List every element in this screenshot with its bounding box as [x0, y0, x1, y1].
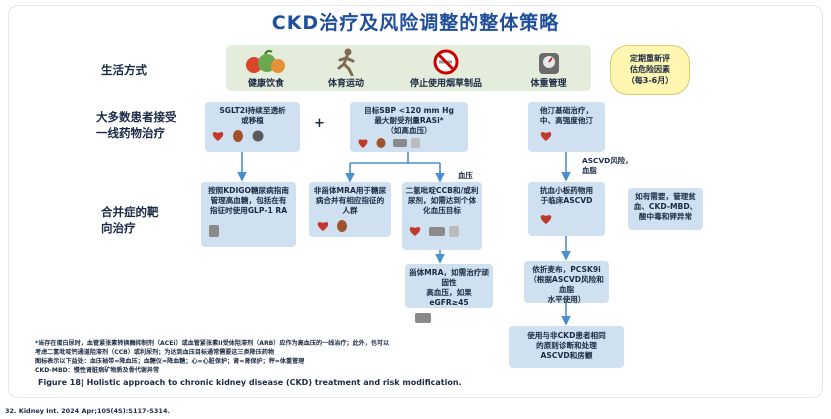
figure-caption: Figure 18| Holistic approach to chronic …	[38, 378, 462, 387]
heart-icon	[409, 227, 421, 236]
sglt2-box: SGLT2i持续至透析 或移植	[205, 102, 300, 152]
footnote-1: *当存在蛋白尿时，血管紧张素转换酶抑制剂（ACEi）或血管紧张素II受体阻滞剂（…	[35, 340, 390, 347]
lifestyle-item-exercise: 体育运动	[306, 45, 386, 91]
ezetimibe-box: 依折麦布，PCSK9i （根据ASCVD风险和血脂 水平使用）	[524, 261, 609, 304]
lifestyle-item-no-smoking: 停止使用烟草制品	[386, 45, 506, 91]
reference-citation: 32. Kidney Int. 2024 Apr;105(4S):S117-S3…	[5, 407, 170, 415]
heart-icon	[317, 222, 329, 231]
lifestyle-label: 停止使用烟草制品	[409, 79, 482, 89]
row-label-first-line: 大多数患者接受 一线药物治疗	[96, 110, 177, 140]
benefit-icons	[540, 132, 552, 141]
lifestyle-panel: 健康饮食 体育运动 停止使用烟草制品 体重管理	[226, 45, 591, 91]
kdigo-glucose-box: 按照KDIGO糖尿病指南 管理高血糖，包括在有 指征时使用GLP-1 RA	[201, 182, 296, 247]
weight-scale-icon	[252, 130, 264, 142]
nonsteroidal-mra-box: 非甾体MRA用于糖尿 病合并有相应指征的 人群	[309, 182, 391, 237]
bp-cuff-icon	[415, 313, 431, 323]
bp-cuff-icon	[429, 227, 445, 236]
lifestyle-item-weight: 体重管理	[506, 45, 591, 91]
heart-icon	[212, 132, 224, 141]
plus-sign: +	[314, 116, 325, 131]
benefit-icons	[540, 215, 552, 224]
rasi-box: 目标SBP <120 mm Hg 最大耐受剂量RASi* （如高血压）	[350, 102, 468, 152]
healthy-food-icon	[246, 49, 285, 73]
lifestyle-label: 体重管理	[530, 79, 567, 89]
benefit-icons	[415, 313, 431, 323]
statin-box: 他汀基础治疗， 中、高强度他汀	[528, 102, 605, 152]
benefit-icons	[317, 220, 347, 232]
footnote-2: 考虑二氢吡啶钙通道阻滞剂（CCB）或利尿剂；为达到血压目标通常需要这三类降压药物	[35, 349, 275, 356]
kidney-icon	[337, 220, 347, 232]
steroidal-mra-box: 甾体MRA，如需治疗顽固性 高血压，如果eGFR≥45	[405, 264, 493, 323]
kidney-icon	[376, 138, 386, 148]
glucometer-icon	[209, 225, 219, 237]
heart-icon	[540, 132, 552, 141]
glucometer-icon	[449, 226, 459, 237]
anemia-mbd-box: 如有需要，管理贫 血、CKD-MBD、 酸中毒和钾异常	[628, 188, 703, 230]
kidney-icon	[233, 130, 243, 142]
footnote-4: CKD-MBD：慢性肾脏病矿物质及骨代谢异常	[35, 367, 160, 374]
glucometer-icon	[411, 138, 420, 148]
benefit-icons	[358, 138, 420, 148]
same-principle-box: 使用与非CKD患者相同 的原则诊断和处理 ASCVD和房颤	[509, 326, 624, 368]
lifestyle-label: 体育运动	[327, 79, 364, 89]
row-label-lifestyle: 生活方式	[101, 63, 147, 77]
benefit-icons	[409, 226, 459, 237]
reevaluate-risk-badge: 定期重新评 估危险因素 （每3-6月）	[610, 45, 690, 95]
ascvd-label: ASCVD风险， 血脂	[582, 156, 633, 175]
arrow-rasi-branch	[349, 152, 441, 179]
weight-scale-icon	[538, 53, 559, 74]
lifestyle-item-diet: 健康饮食	[226, 45, 306, 91]
row-label-comorbidity: 合并症的靶 向治疗	[101, 205, 159, 235]
no-smoking-icon	[433, 49, 459, 75]
benefit-icons	[212, 130, 264, 142]
ccb-diuretic-box: 二氢吡啶CCB和/或利 尿剂，如需达到个体 化血压目标	[402, 182, 482, 250]
page-title: CKD治疗及风险调整的整体策略	[271, 12, 560, 34]
antiplatelet-box: 抗血小板药物用 于临床ASCVD	[528, 182, 605, 236]
heart-icon	[540, 215, 552, 224]
footnote-3: 图标表示以下益处：血压袖带=降血压；血糖仪=降血糖；心=心脏保护；肾=肾保护；秤…	[35, 358, 305, 365]
lifestyle-label: 健康饮食	[247, 79, 284, 89]
exercise-icon	[337, 48, 355, 76]
benefit-icons	[209, 225, 219, 237]
bp-cuff-icon	[393, 139, 407, 147]
bp-label: 血压	[458, 171, 473, 180]
heart-icon	[358, 139, 368, 148]
